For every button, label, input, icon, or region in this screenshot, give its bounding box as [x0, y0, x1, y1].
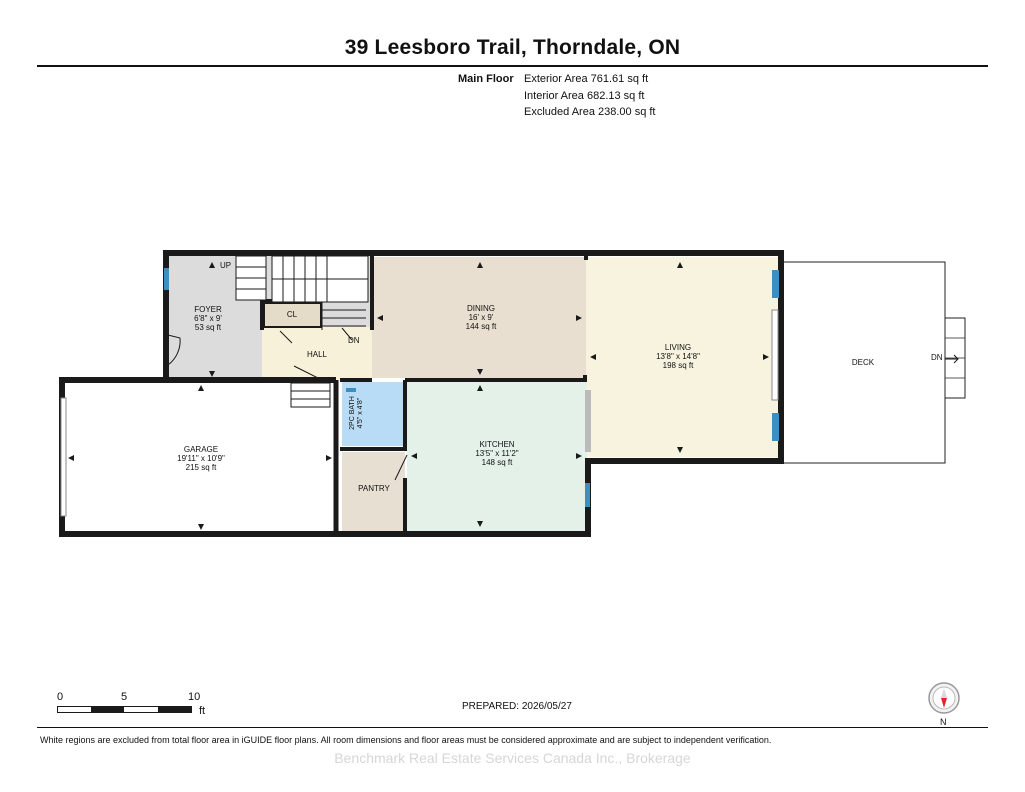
- patio-door: [771, 309, 779, 401]
- dining-label: DINING 16' x 9' 144 sq ft: [441, 304, 521, 331]
- excluded-area: Excluded Area 238.00 sq ft: [524, 106, 656, 118]
- closet-label: CL: [286, 310, 298, 319]
- closet-outline: [263, 302, 322, 328]
- prepared-date: PREPARED: 2026/05/27: [462, 701, 572, 712]
- scale-tick-5: 5: [121, 691, 128, 703]
- door-swings: [167, 327, 408, 481]
- interior-area: Interior Area 682.13 sq ft: [524, 90, 645, 102]
- stairs-up-label: UP: [220, 261, 232, 270]
- brokerage-watermark: Benchmark Real Estate Services Canada In…: [334, 750, 691, 766]
- floor-label: Main Floor: [458, 73, 514, 85]
- kitchen-dims: 13'5" x 11'2": [475, 449, 519, 458]
- stairs-down-label: DN: [348, 336, 360, 345]
- foyer-label: FOYER 6'8" x 9' 53 sq ft: [180, 305, 236, 332]
- living-name: LIVING: [664, 343, 692, 352]
- living-area: 198 sq ft: [662, 361, 694, 370]
- footer-rule: [37, 727, 988, 728]
- foyer-dims: 6'8" x 9': [194, 314, 222, 323]
- pantry-label: PANTRY: [358, 484, 390, 493]
- living-dims: 13'8" x 14'8": [656, 352, 700, 361]
- bath-dims: 4'5" x 4'8": [357, 397, 364, 429]
- kitchen-fill: [407, 380, 587, 532]
- kitchen-label: KITCHEN 13'5" x 11'2" 148 sq ft: [457, 440, 537, 467]
- windows: [164, 268, 779, 507]
- dining-area: 144 sq ft: [465, 322, 497, 331]
- garage-area: 215 sq ft: [185, 463, 217, 472]
- disclaimer-text: White regions are excluded from total fl…: [40, 735, 772, 745]
- title-rule: [37, 65, 988, 67]
- dimension-arrows: [68, 262, 769, 530]
- bath-label: 2PC BATH 4'5" x 4'8": [349, 383, 365, 443]
- garage-door: [60, 397, 67, 517]
- hall-fill: [262, 327, 372, 380]
- dining-name: DINING: [467, 304, 495, 313]
- scale-bar: [57, 706, 192, 713]
- bath-fill: [342, 382, 405, 446]
- kitchen-counter: [585, 390, 591, 452]
- garage-label: GARAGE 19'11" x 10'9" 215 sq ft: [161, 445, 241, 472]
- staircase: [235, 255, 369, 408]
- hall-label: HALL: [306, 350, 327, 359]
- scale-unit: ft: [199, 705, 206, 717]
- bath-name: 2PC BATH: [349, 396, 356, 430]
- kitchen-area: 148 sq ft: [481, 458, 513, 467]
- garage-dims: 19'11" x 10'9": [177, 454, 225, 463]
- deck-stairs-down-label: DN: [931, 353, 943, 362]
- pantry-fill: [342, 452, 405, 532]
- compass-icon: [928, 682, 960, 714]
- kitchen-name: KITCHEN: [479, 440, 515, 449]
- scale-tick-0: 0: [57, 691, 64, 703]
- dining-dims: 16' x 9': [468, 313, 494, 322]
- foyer-name: FOYER: [194, 305, 222, 314]
- foyer-area: 53 sq ft: [194, 323, 222, 332]
- page-title: 39 Leesboro Trail, Thorndale, ON: [344, 36, 681, 59]
- deck-arrow-icon: [945, 354, 959, 364]
- living-label: LIVING 13'8" x 14'8" 198 sq ft: [638, 343, 718, 370]
- deck-label: DECK: [851, 358, 875, 367]
- exterior-area: Exterior Area 761.61 sq ft: [524, 73, 649, 85]
- scale-tick-10: 10: [188, 691, 201, 703]
- living-fill: [586, 257, 780, 457]
- compass-label: N: [940, 717, 947, 727]
- garage-name: GARAGE: [183, 445, 219, 454]
- dining-fill: [372, 257, 586, 378]
